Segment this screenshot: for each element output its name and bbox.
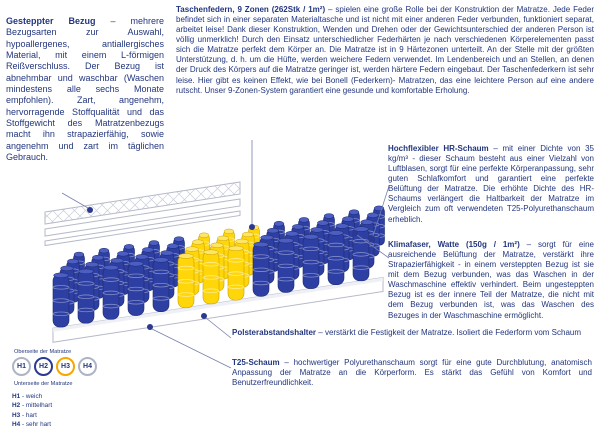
hr-foam-title: Hochflexibler HR-Schaum <box>388 144 489 153</box>
bottom-side-label: Unterseite der Matratze <box>14 381 73 387</box>
spacer-fabric-layer <box>44 210 241 247</box>
quilted-cover-layer <box>44 181 241 225</box>
cover-layers <box>44 181 241 247</box>
hardness-scale: H1 H2 H3 H4 <box>12 357 97 376</box>
t25-foam-text: – hochwertiger Polyurethanschaum sorgt f… <box>232 358 592 388</box>
hardness-zone-h3: H3 <box>56 357 75 376</box>
pocket-springs <box>52 205 385 328</box>
cover-text: – mehrere Bezugsarten zur Auswahl, hypoa… <box>6 16 164 162</box>
legend-item: H1 - weich <box>12 393 43 400</box>
t25-foam-title: T25-Schaum <box>232 358 280 367</box>
legend-item: H2 - mittelhart <box>12 402 53 410</box>
wadding-layer <box>44 198 241 237</box>
spacer-paragraph: Polsterabstandshalter – verstärkt die Fe… <box>232 328 592 338</box>
cover-title: Gesteppter Bezug <box>6 16 96 26</box>
leader-cover <box>61 192 89 209</box>
spacer-title: Polsterabstandshalter <box>232 328 317 337</box>
legend-item: H4 - sehr hart <box>12 420 52 428</box>
t25-foam-paragraph: T25-Schaum – hochwertiger Polyurethansch… <box>232 358 592 388</box>
klimafaser-title: Klimafaser, Watte (150g / 1m²) <box>388 240 520 249</box>
leader-spacer <box>205 317 232 339</box>
hardness-zone-h1: H1 <box>12 357 31 376</box>
leader-hr-foam <box>372 185 390 237</box>
legend-item: H3 - hart <box>12 411 37 419</box>
leader-dots <box>87 207 374 330</box>
klimafaser-text: – sorgt für eine ausreichende Belüftung … <box>388 240 594 320</box>
hardness-zone-h2: H2 <box>34 357 53 376</box>
pocket-springs-text: – spielen eine große Rolle bei der Konst… <box>176 5 594 95</box>
cover-paragraph: Gesteppter Bezug – mehrere Bezugsarten z… <box>6 16 164 163</box>
leader-klimafaser <box>356 234 390 259</box>
hardness-zone-h4: H4 <box>78 357 97 376</box>
pocket-springs-title: Taschenfedern, 9 Zonen (262Stk / 1m²) <box>176 5 326 14</box>
spacer-text: – verstärkt die Festigkeit der Matratze.… <box>318 328 582 337</box>
mattress-diagram <box>44 181 385 343</box>
hr-foam-paragraph: Hochflexibler HR-Schaum – mit einer Dich… <box>388 144 594 225</box>
top-side-label: Oberseite der Matratze <box>14 349 72 355</box>
hardness-legend-list: H1 - weich H2 - mittelhart H3 - hart H4 … <box>12 392 52 429</box>
leader-t25 <box>151 328 232 369</box>
pocket-springs-paragraph: Taschenfedern, 9 Zonen (262Stk / 1m²) – … <box>176 5 594 96</box>
klimafaser-paragraph: Klimafaser, Watte (150g / 1m²) – sorgt f… <box>388 240 594 321</box>
hr-foam-text: – mit einer Dichte von 35 kg/m³ - dieser… <box>388 144 594 224</box>
